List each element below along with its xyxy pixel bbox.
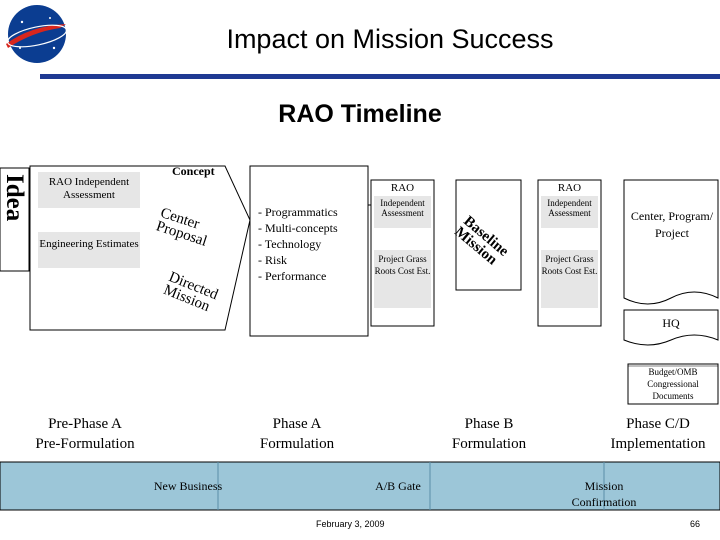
programmatics-item: - Multi-concepts [258, 221, 338, 235]
rao-a-assessment-box: Independent Assessment [374, 196, 431, 228]
footer-date: February 3, 2009 [316, 519, 385, 529]
diagram-subtitle: RAO Timeline [278, 100, 442, 128]
footer-page-number: 66 [690, 519, 701, 529]
milestone-bar [0, 461, 720, 511]
hq-document [623, 309, 719, 346]
baseline-mission-box [455, 179, 522, 291]
milestone-new-business: New Business [153, 479, 223, 493]
rao-a-grass-roots-box: Project Grass Roots Cost Est. [374, 250, 431, 308]
concept-label: Concept [172, 164, 215, 178]
rao-b-title: RAO [557, 182, 582, 194]
rao-a-title: RAO [390, 182, 415, 194]
programmatics-box [249, 165, 369, 337]
hq-label: HQ [662, 316, 680, 330]
idea-box [0, 167, 30, 272]
programmatics-item: - Technology [258, 237, 322, 251]
milestone-mission-confirmation: Mission Confirmation [571, 479, 637, 509]
idea-label: Idea [1, 174, 28, 222]
programmatics-item: - Risk [258, 253, 288, 267]
center-program-project-label: Center, Program/ Project [630, 209, 714, 240]
phase-b: Phase B Formulation [451, 416, 527, 452]
programmatics-list: - Programmatics - Multi-concepts - Techn… [258, 204, 338, 284]
idea-label-wrap: Idea [1, 174, 28, 266]
programmatics-item: - Programmatics [258, 205, 338, 219]
title-underline [40, 74, 720, 79]
phase-pre-a: Pre-Phase A Pre-Formulation [35, 416, 135, 452]
rao-b-grass-roots-box: Project Grass Roots Cost Est. [541, 250, 598, 308]
budget-documents-box [627, 363, 719, 405]
engineering-estimates-box: Engineering Estimates [38, 232, 140, 268]
center-program-document [623, 179, 719, 305]
budget-documents-label: Budget/OMB Congressional Documents [647, 367, 699, 401]
page-title: Impact on Mission Success [226, 24, 554, 54]
rao-independent-assessment-box: RAO Independent Assessment [38, 172, 140, 208]
milestone-ab-gate: A/B Gate [375, 479, 421, 493]
phase-cd: Phase C/D Implementation [610, 416, 706, 452]
phase-a: Phase A Formulation [259, 416, 335, 452]
nasa-logo [6, 5, 68, 63]
programmatics-item: - Performance [258, 269, 327, 283]
rao-b-assessment-box: Independent Assessment [541, 196, 598, 228]
